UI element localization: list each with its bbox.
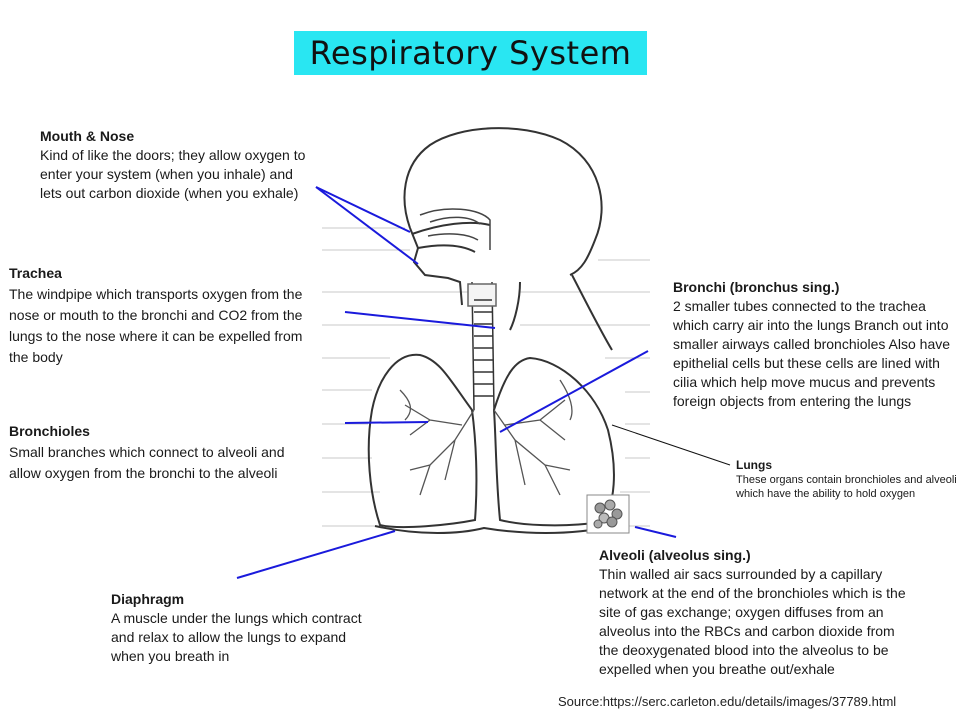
label-mouth-nose: Mouth & Nose Kind of like the doors; the… — [40, 127, 315, 203]
label-text: Kind of like the doors; they allow oxyge… — [40, 147, 306, 201]
label-heading: Bronchioles — [9, 423, 90, 439]
worksheet-lines — [322, 227, 650, 527]
lungs-outline — [367, 353, 615, 529]
label-heading: Lungs — [736, 458, 772, 472]
alveoli-inset — [586, 494, 630, 534]
label-lungs: Lungs These organs contain bronchioles a… — [736, 458, 958, 501]
label-heading: Trachea — [9, 265, 62, 281]
pointer-lines — [236, 186, 677, 579]
head-outline — [403, 127, 613, 351]
label-heading: Mouth & Nose — [40, 128, 135, 144]
source-citation: Source:https://serc.carleton.edu/details… — [558, 694, 897, 709]
label-trachea: Trachea The windpipe which transports ox… — [9, 263, 325, 368]
label-text: Thin walled air sacs surrounded by a cap… — [599, 566, 906, 677]
trachea — [467, 281, 497, 411]
label-text: These organs contain bronchioles and alv… — [736, 474, 957, 500]
label-text: The windpipe which transports oxygen fro… — [9, 286, 303, 365]
bronchial-tree — [399, 379, 573, 496]
lungs-pointer-line — [611, 424, 731, 466]
label-heading: Alveoli (alveolus sing.) — [599, 547, 751, 563]
nasal-cavity — [419, 208, 491, 250]
label-text: A muscle under the lungs which contract … — [111, 610, 362, 664]
label-text: Small branches which connect to alveoli … — [9, 444, 285, 481]
label-heading: Bronchi (bronchus sing.) — [673, 279, 840, 295]
diaphragm-outline — [374, 525, 613, 534]
label-alveoli: Alveoli (alveolus sing.) Thin walled air… — [599, 546, 911, 679]
label-text: 2 smaller tubes connected to the trachea… — [673, 298, 951, 409]
label-diaphragm: Diaphragm A muscle under the lungs which… — [111, 590, 369, 666]
label-bronchi: Bronchi (bronchus sing.) 2 smaller tubes… — [673, 278, 958, 411]
label-bronchioles: Bronchioles Small branches which connect… — [9, 421, 309, 484]
label-heading: Diaphragm — [111, 591, 185, 607]
page-title: Respiratory System — [294, 31, 647, 75]
